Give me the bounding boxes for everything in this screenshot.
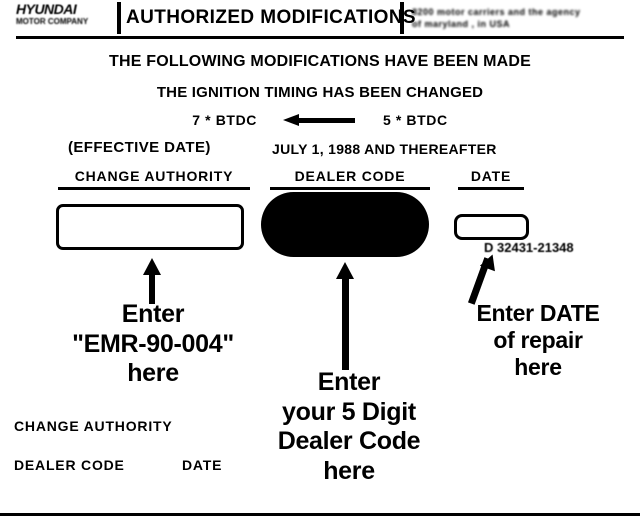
- annotation-line: Enter: [121, 300, 185, 328]
- header-address-line-1: 8200 motor carriers and the agency: [412, 7, 581, 17]
- header-underline-rule: [16, 36, 624, 39]
- annotation-line: "EMR-90-004": [72, 329, 234, 358]
- annotation-line: Dealer Code: [277, 427, 421, 455]
- form-part-number: D 32431-21348: [484, 240, 574, 255]
- arrow-shaft: [149, 273, 155, 304]
- statement-line-2: THE IGNITION TIMING HAS BEEN CHANGED: [156, 84, 484, 101]
- annotation-line: here: [514, 354, 562, 381]
- arrow-head: [283, 114, 299, 126]
- arrow-up-icon-dealer-code: [335, 262, 357, 370]
- arrow-shaft: [297, 118, 355, 123]
- annotation-line: Enter: [317, 368, 381, 396]
- arrow-up-icon-change-authority: [142, 258, 162, 304]
- annotation-change-authority: Enter "EMR-90-004" here: [38, 300, 268, 389]
- arrow-up-right-icon-date: [462, 251, 501, 305]
- annotation-date: Enter DATE of repair here: [438, 300, 638, 381]
- annotation-line: Enter DATE: [476, 300, 600, 326]
- timing-from-value: 7 * BTDC: [192, 112, 257, 128]
- bottom-label-change-authority: CHANGE AUTHORITY: [14, 418, 173, 434]
- date-input[interactable]: [454, 214, 529, 240]
- bottom-label-dealer-code: DEALER CODE: [14, 457, 125, 473]
- column-header-dealer-code: DEALER CODE: [270, 168, 430, 192]
- column-header-change-authority: CHANGE AUTHORITY: [58, 168, 250, 192]
- sheet-header: HYUNDAI MOTOR COMPANY AUTHORIZED MODIFIC…: [14, 2, 626, 34]
- dealer-code-input-redacted[interactable]: [261, 192, 429, 257]
- annotation-line: here: [127, 359, 179, 387]
- arrow-head: [336, 262, 354, 279]
- header-divider-right: [400, 2, 404, 34]
- annotation-line: here: [323, 456, 375, 485]
- hyundai-logo: HYUNDAI MOTOR COMPANY: [16, 2, 108, 32]
- header-divider-left: [117, 2, 121, 34]
- annotation-line: your 5 Digit: [282, 397, 416, 426]
- arrow-shaft: [342, 277, 349, 370]
- brand-subtitle: MOTOR COMPANY: [16, 17, 89, 26]
- change-authority-input[interactable]: [56, 204, 244, 250]
- effective-date-label: (EFFECTIVE DATE): [68, 139, 211, 156]
- header-title: AUTHORIZED MODIFICATIONS: [126, 7, 417, 28]
- statement-line-1: THE FOLLOWING MODIFICATIONS HAVE BEEN MA…: [108, 53, 532, 70]
- bottom-label-date: DATE: [182, 457, 223, 473]
- annotation-dealer-code: Enter your 5 Digit Dealer Code here: [252, 368, 446, 486]
- header-address-line-2: of maryland , in USA: [412, 19, 511, 29]
- timing-change-row: 7 * BTDC 5 * BTDC: [0, 112, 640, 128]
- annotation-line: of repair: [493, 327, 583, 354]
- column-header-date: DATE: [458, 168, 524, 192]
- effective-date-value: JULY 1, 1988 AND THEREAFTER: [272, 141, 497, 157]
- left-arrow-icon: [283, 114, 357, 126]
- header-address-block: 8200 motor carriers and the agency of ma…: [412, 6, 640, 30]
- brand-name: HYUNDAI: [16, 1, 77, 17]
- arrow-head: [143, 258, 161, 275]
- timing-to-value: 5 * BTDC: [383, 112, 448, 128]
